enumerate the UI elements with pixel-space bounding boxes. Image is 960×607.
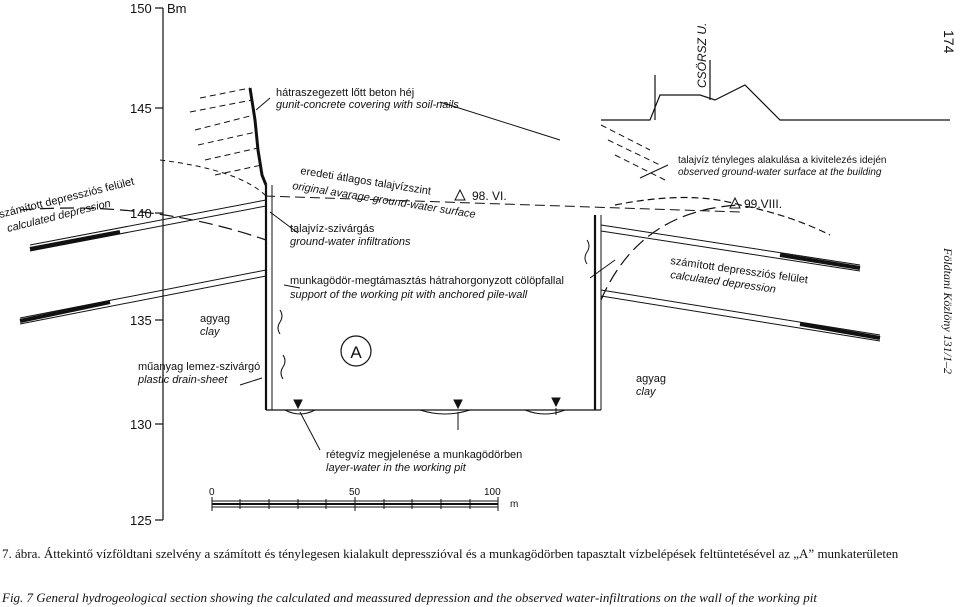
area-marker-circle <box>340 335 372 367</box>
label-observed-gw-date: 99.VIII. <box>744 197 782 211</box>
label-drain-hu: műanyag lemez-szivárgó <box>138 361 260 373</box>
label-layer-water-hu: rétegvíz megjelenése a munkagödörben <box>326 449 522 461</box>
scale-bar <box>211 497 499 511</box>
elev-tick-130: 130 <box>130 417 152 432</box>
label-clay-right-en: clay <box>636 386 657 398</box>
anchors-left <box>19 199 267 325</box>
journal-name: Földtani Közlöny 131/1–2 <box>941 247 955 374</box>
scale-tick-100: 100 <box>484 487 501 498</box>
working-pit <box>264 185 602 415</box>
label-orig-gw-date: 98. VI. <box>472 189 507 203</box>
area-marker-label: A <box>350 343 362 362</box>
scale-tick-50: 50 <box>349 487 361 498</box>
elev-tick-135: 135 <box>130 313 152 328</box>
label-street: CSÖRSZ U. <box>695 23 709 88</box>
scale-unit: m <box>510 499 518 510</box>
elev-tick-150: 150 <box>130 1 152 16</box>
elev-tick-140: 140 <box>130 206 152 221</box>
label-support-en: support of the working pit with anchored… <box>290 289 528 301</box>
elev-unit-label: Bm <box>167 1 187 16</box>
label-shotcrete-en: gunit-concrete covering with soil-nails <box>276 99 459 111</box>
label-support-hu: munkagödör-megtámasztás hátrahorgonyzott… <box>290 275 564 287</box>
label-gw-infiltration-en: ground-water infiltrations <box>290 236 411 248</box>
label-observed-gw-en: observed ground-water surface at the bui… <box>678 167 882 178</box>
page-number: 174 <box>941 30 957 54</box>
infiltration-marks <box>277 239 590 380</box>
layer-water-markers <box>293 397 561 451</box>
right-ground-profile <box>600 60 950 181</box>
groundwater-lines <box>19 159 831 301</box>
scale-tick-0: 0 <box>209 487 215 498</box>
label-shotcrete-hu: hátraszegezett lőtt beton héj <box>276 87 414 99</box>
label-observed-gw-hu: talajvíz tényleges alakulása a kivitelez… <box>678 155 886 166</box>
label-gw-infiltration-hu: talajvíz-szivárgás <box>290 223 375 235</box>
label-layer-water-en: layer-water in the working pit <box>326 462 467 474</box>
leader-lines <box>239 97 669 386</box>
figure-caption-english: Fig. 7 General hydrogeological section s… <box>2 590 818 605</box>
elev-tick-125: 125 <box>130 513 152 528</box>
elevation-axis <box>155 7 164 521</box>
label-clay-left-en: clay <box>200 326 221 338</box>
figure-caption-hungarian: 7. ábra. Áttekintő vízföldtani szelvény … <box>2 546 899 561</box>
left-slope <box>189 87 268 186</box>
anchors-right <box>600 224 881 342</box>
label-clay-left-hu: agyag <box>200 313 230 325</box>
label-drain-en: plastic drain-sheet <box>137 374 228 386</box>
label-clay-right-hu: agyag <box>636 373 666 385</box>
elev-tick-145: 145 <box>130 101 152 116</box>
hydrogeological-section-figure: 150 Bm 145 140 135 130 125 <box>0 1 957 528</box>
